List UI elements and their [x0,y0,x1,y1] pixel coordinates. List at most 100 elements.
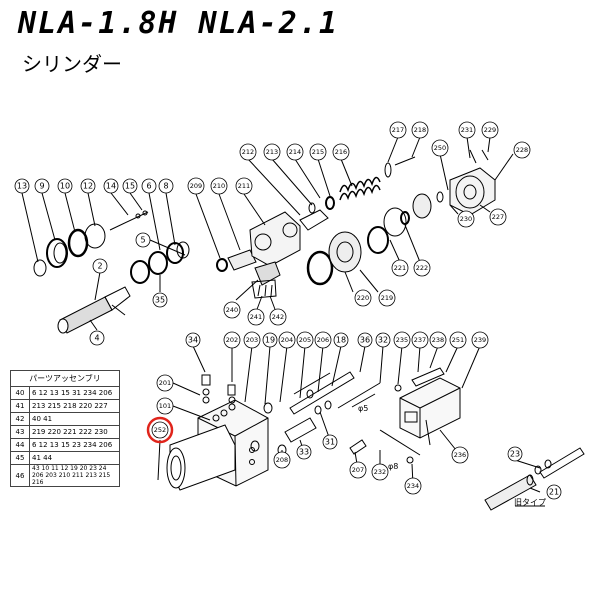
callout-circle [411,121,429,139]
callout-label: 252 [154,426,166,434]
callout-circle [141,178,157,194]
callout-label: 6 [146,182,151,191]
callout-circle [546,484,562,500]
callout-label: 235 [396,336,408,344]
callout-circle [92,258,108,274]
callout-label: 5 [140,236,145,245]
callout-circle [431,139,449,157]
callout-circle [513,141,531,159]
assembly-parts: 43 10 11 12 19 20 23 24 206 203 210 211 … [29,464,120,487]
callout-circle [223,331,241,349]
callout-circle [296,331,314,349]
callout-label: 34 [188,336,198,345]
callout-circle [103,178,119,194]
callout-circle [278,331,296,349]
callout-circle [404,477,422,495]
callout-label: 251 [452,336,464,344]
callout-label: 239 [474,336,486,344]
callout-label: 215 [312,148,324,156]
assembly-no: 44 [10,438,30,452]
valve-body-assembly [195,136,421,313]
callout-label: 216 [335,148,347,156]
callout-label: 14 [106,182,116,191]
callout-circle [411,331,429,349]
callout-circle [80,178,96,194]
callout-circle [378,289,396,307]
callout-circle [371,463,389,481]
assembly-parts: 6 12 13 15 31 234 206 [29,386,120,400]
callout-label: 220 [357,294,369,302]
highlight-ring [146,416,174,444]
callout-circle [187,177,205,195]
callout-circle [122,178,138,194]
callout-circle [151,421,169,439]
callout-circle [413,259,431,277]
assembly-no: 41 [10,399,30,413]
callout-circle [489,208,507,226]
callout-circle [239,143,257,161]
callout-label: 212 [242,148,254,156]
callout-circle [262,332,278,348]
hose-assembly [484,447,585,511]
callout-circle [507,446,523,462]
callout-circle [314,331,332,349]
assembly-parts: 213 215 218 220 227 [29,399,120,413]
callout-label: 250 [434,144,446,152]
callout-label: 234 [407,482,419,490]
callout-label: 204 [281,336,293,344]
callout-circle [471,331,489,349]
callout-label: 213 [266,148,278,156]
callout-label: 231 [461,126,473,134]
callout-label: 31 [325,438,335,447]
callout-label: 214 [289,148,301,156]
callout-label: 205 [299,336,311,344]
callout-label: 101 [159,402,171,410]
callout-circle [152,292,168,308]
callout-label: 12 [83,182,93,191]
callout-circle [34,178,50,194]
callout-label: 218 [414,126,426,134]
callout-label: 21 [549,488,559,497]
callout-label: 33 [299,448,309,457]
callout-label: 209 [190,182,202,190]
callout-label: 236 [454,451,466,459]
callout-label: 237 [414,336,426,344]
callout-label: 19 [265,336,275,345]
callout-label: 217 [392,126,404,134]
callout-label: 238 [432,336,444,344]
callout-circle [135,232,151,248]
callout-label: 242 [272,313,284,321]
assembly-parts: 40 41 [29,412,120,426]
callout-label: 206 [317,336,329,344]
callout-label: 35 [155,296,165,305]
callout-label: 202 [226,336,238,344]
callout-circle [185,332,201,348]
callout-label: 18 [336,336,346,345]
callout-circle [391,259,409,277]
callout-label: 9 [39,182,44,191]
callout-label: 222 [416,264,428,272]
callout-label: 211 [238,182,250,190]
callout-label: 2 [97,262,102,271]
callout-label: 201 [159,379,171,387]
callout-circle [481,121,499,139]
callout-label: 228 [516,146,528,154]
callout-circle [451,446,469,464]
callout-circle [286,143,304,161]
page-title: NLA-1.8H NLA-2.1 [18,6,339,41]
callout-label: 227 [492,213,504,221]
callout-circle [210,177,228,195]
callout-circle [457,210,475,228]
callout-label: 229 [484,126,496,134]
callout-label: 10 [60,182,70,191]
callout-circle [156,374,174,392]
assembly-parts: 41 44 [29,451,120,465]
callout-label: 36 [360,336,370,345]
